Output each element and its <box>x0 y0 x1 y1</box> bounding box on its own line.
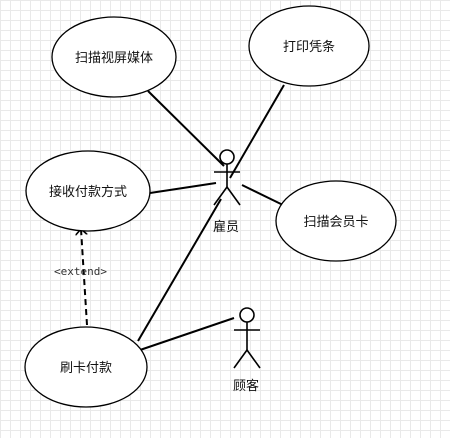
use-case-label: 打印凭条 <box>283 39 335 55</box>
use-case-receive-payment-method: 接收付款方式 <box>25 150 151 232</box>
extend-label: <extend> <box>54 265 107 278</box>
use-case-scan-member-card: 扫描会员卡 <box>275 180 397 262</box>
actor-left-leg <box>233 349 248 369</box>
use-case-scan-screen-media: 扫描视屏媒体 <box>51 16 177 98</box>
use-case-print-receipt: 打印凭条 <box>248 5 370 87</box>
association-receive-payment-employee <box>149 182 217 194</box>
use-case-label: 刷卡付款 <box>60 361 112 376</box>
use-case-label: 扫描会员卡 <box>303 215 368 230</box>
association-scan-media-employee <box>147 90 225 167</box>
actor-right-leg <box>226 186 241 206</box>
actor-label-customer: 顾客 <box>233 378 259 394</box>
use-case-label: 扫描视屏媒体 <box>75 51 153 66</box>
actor-right-leg <box>246 349 261 369</box>
extend-arrow <box>81 229 88 326</box>
association-print-receipt-employee <box>229 84 285 179</box>
actor-employee <box>213 149 241 206</box>
actor-head <box>239 307 255 323</box>
use-case-label: 接收付款方式 <box>49 184 127 200</box>
association-card-payment-customer <box>139 317 235 351</box>
use-case-card-payment: 刷卡付款 <box>24 326 148 408</box>
actor-label-employee: 雇员 <box>213 219 239 235</box>
association-card-payment-employee <box>137 198 222 342</box>
association-employee-scan-member-card <box>241 184 284 206</box>
actor-head <box>219 149 235 165</box>
actor-left-leg <box>213 186 228 206</box>
actor-customer <box>233 307 261 369</box>
